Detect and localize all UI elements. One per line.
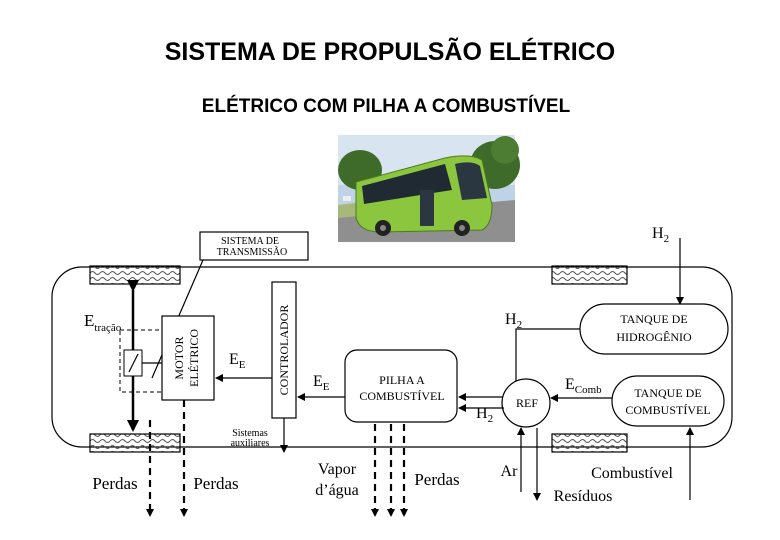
losses-label-1: Perdas (92, 474, 137, 493)
differential-mark (128, 353, 139, 373)
aux-label-line1: Sistemas (232, 428, 268, 439)
bus-photo (338, 135, 520, 242)
transmission-label-line1: SISTEMA DE (221, 236, 279, 247)
residues-label: Resíduos (554, 488, 613, 505)
wheel-rear-top (89, 265, 181, 285)
reformer-circle (501, 378, 551, 428)
wheel-rear-bottom (89, 433, 181, 453)
e-tracao-label: Etração (84, 311, 122, 334)
motor-label-line1: MOTOR (172, 336, 186, 379)
vehicle-outline (51, 266, 733, 448)
fuel-cell-box (344, 349, 458, 423)
fuel-cell-label-line1: PILHA A (379, 373, 425, 387)
h2-tank-to-cell-arrow (458, 328, 580, 401)
fuel-tank-label-line2: COMBUSTÍVEL (625, 403, 710, 417)
losses-label-2: Perdas (193, 474, 238, 493)
page-subtitle: ELÉTRICO COM PILHA A COMBUSTÍVEL (202, 95, 571, 117)
ee-label-2: EE (313, 373, 330, 393)
wheel-front-bottom (551, 433, 628, 453)
motor-box (161, 315, 215, 401)
fuel-cell-label-line2: COMBUSTÍVEL (359, 389, 444, 403)
vapor-label-line2: d’água (315, 482, 359, 499)
wheel-front-top (551, 265, 628, 285)
reformer-label: REF (516, 396, 538, 410)
h2-mid-label: H2 (505, 311, 522, 331)
transmission-box (199, 231, 309, 261)
fuel-tank-label-line1: TANQUE DE (634, 386, 701, 400)
motor-label-line2: ELÉTRICO (187, 329, 201, 387)
fuel-tank (611, 375, 725, 427)
hydrogen-tank-label-line1: TANQUE DE (620, 312, 687, 326)
aux-label-line2: auxiliares (231, 438, 270, 449)
losses-label-3: Perdas (414, 470, 459, 489)
transmission-label-line2: TRANSMISSÃO (217, 246, 288, 258)
controller-label: CONTROLADOR (277, 305, 291, 396)
h2-low-label: H2 (476, 405, 493, 425)
fuel-input-label: Combustível (591, 465, 673, 482)
vapor-label-line1: Vapor (318, 461, 357, 478)
ee-label-1: EE (229, 351, 246, 371)
h2-top-label: H2 (652, 225, 669, 245)
page-title: SISTEMA DE PROPULSÃO ELÉTRICO (165, 36, 616, 66)
air-label: Ar (501, 463, 519, 480)
hydrogen-tank-label-line2: HIDROGÊNIO (616, 330, 692, 344)
ecomb-label: EComb (565, 376, 602, 396)
